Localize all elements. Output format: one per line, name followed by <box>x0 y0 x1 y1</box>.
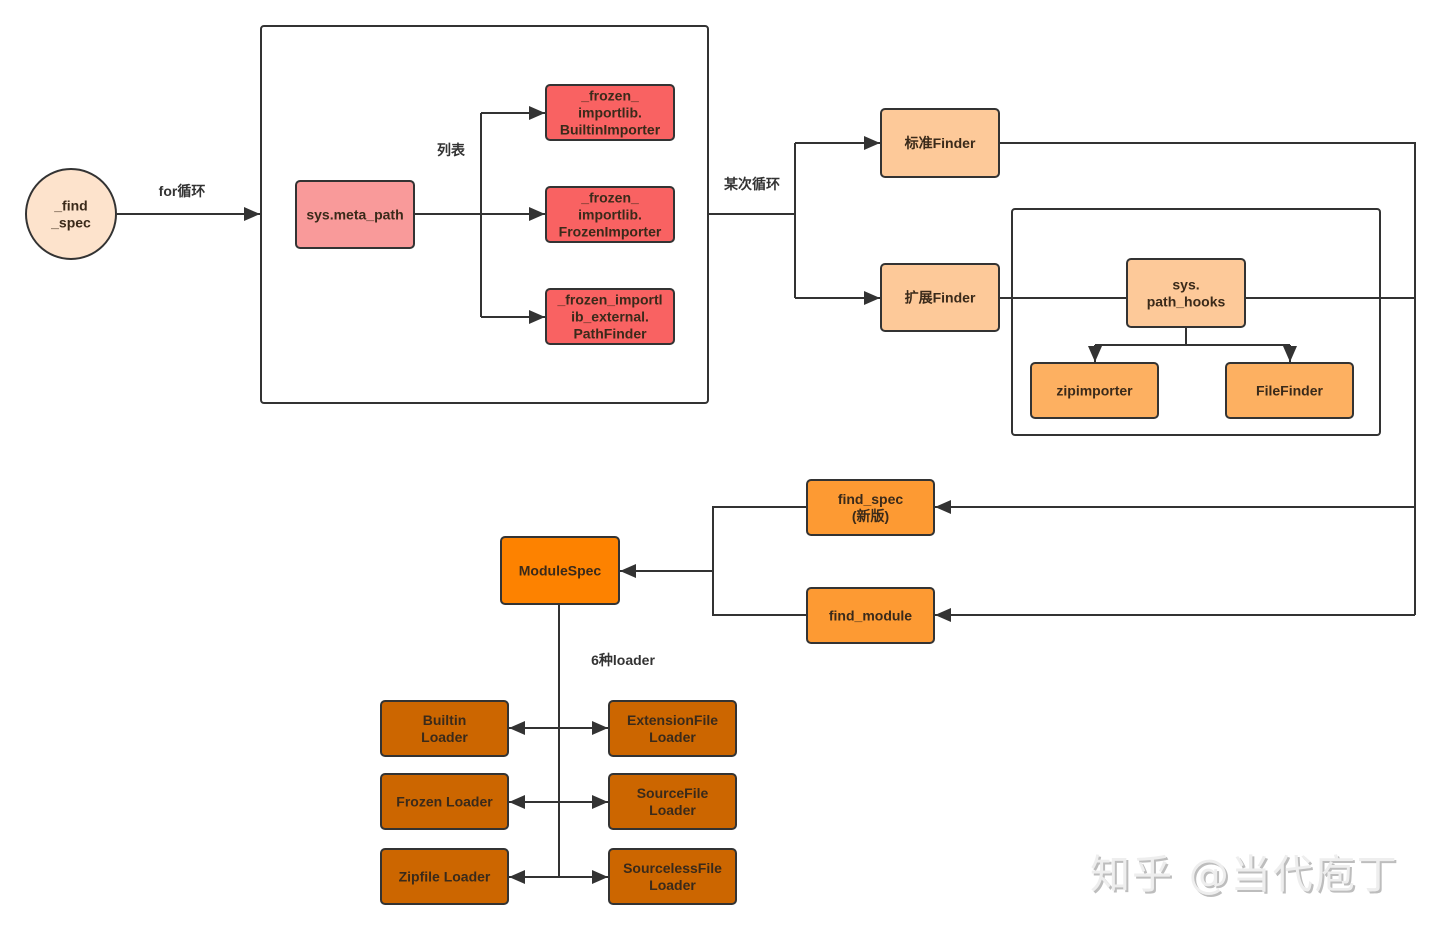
node-label-line: path_hooks <box>1147 294 1226 310</box>
node-frozen-loader: Frozen Loader <box>380 773 509 830</box>
edge-label-six-loaders: 6种loader <box>591 652 655 668</box>
node-label-line: Loader <box>649 802 696 818</box>
node-label-line: BuiltinImporter <box>560 122 661 138</box>
node-label-line: Zipfile Loader <box>399 869 491 885</box>
node-frozen-importer: _frozen_importlib.FrozenImporter <box>545 186 675 243</box>
node-label-line: Loader <box>649 729 696 745</box>
node-shape <box>880 263 1000 332</box>
node-label-line: _frozen_ <box>580 88 639 104</box>
node-label-line: SourceFile <box>637 785 709 801</box>
node-label-line: _spec <box>50 215 91 231</box>
node-shape <box>545 288 675 345</box>
node-label-line: find_spec <box>838 491 904 507</box>
node-standard-finder: 标准Finder <box>880 108 1000 178</box>
node-find-module: find_module <box>806 587 935 644</box>
edge-label-some-loop: 某次循环 <box>724 176 780 192</box>
node-shape <box>608 773 737 830</box>
node-shape <box>608 848 737 905</box>
node-find-spec: _find_spec <box>25 168 117 260</box>
node-label-line: Frozen Loader <box>396 794 493 810</box>
node-shape <box>500 536 620 605</box>
node-shape <box>880 108 1000 178</box>
node-shape <box>545 186 675 243</box>
node-filefinder: FileFinder <box>1225 362 1354 419</box>
node-label-line: Builtin <box>423 712 467 728</box>
node-label-line: zipimporter <box>1056 383 1133 399</box>
node-find-spec-new: find_spec(新版) <box>806 479 935 536</box>
node-label-line: FrozenImporter <box>559 224 662 240</box>
node-shape <box>1030 362 1159 419</box>
node-label-line: importlib. <box>578 207 642 223</box>
node-builtin-importer: _frozen_importlib.BuiltinImporter <box>545 84 675 141</box>
node-shape <box>295 180 415 249</box>
edge-label-for-loop: for循环 <box>159 183 206 199</box>
node-shape <box>1126 258 1246 328</box>
node-label-line: FileFinder <box>1256 383 1323 399</box>
node-meta-path: sys.meta_path <box>295 180 415 249</box>
node-zipimporter: zipimporter <box>1030 362 1159 419</box>
node-label-line: _frozen_importl <box>556 292 662 308</box>
node-path-finder: _frozen_importlib_external.PathFinder <box>545 288 675 345</box>
node-label-line: PathFinder <box>573 326 647 342</box>
node-shape <box>380 773 509 830</box>
node-shape <box>380 848 509 905</box>
node-label-line: importlib. <box>578 105 642 121</box>
node-extension-finder: 扩展Finder <box>880 263 1000 332</box>
watermark: 知乎 @当代庖丁 <box>1090 852 1399 898</box>
node-shape <box>25 168 117 260</box>
node-label-line: (新版) <box>852 508 889 524</box>
node-label-line: 扩展Finder <box>905 290 976 306</box>
edge-standard-to-right <box>999 142 1416 615</box>
node-label-line: sys. <box>1172 277 1199 293</box>
node-shape <box>1225 362 1354 419</box>
node-label-line: _find <box>53 198 87 214</box>
node-label-line: ExtensionFile <box>627 712 718 728</box>
node-shape <box>380 700 509 757</box>
node-label-line: find_module <box>829 608 912 624</box>
node-label-line: ModuleSpec <box>519 563 602 579</box>
node-label-line: ib_external. <box>571 309 649 325</box>
node-label-line: 标准Finder <box>904 135 976 151</box>
node-module-spec: ModuleSpec <box>500 536 620 605</box>
node-shape <box>806 479 935 536</box>
edge-label-list: 列表 <box>437 142 466 158</box>
node-label-line: sys.meta_path <box>306 207 403 223</box>
node-shape <box>608 700 737 757</box>
node-label-line: Loader <box>421 729 468 745</box>
node-path-hooks: sys.path_hooks <box>1126 258 1246 328</box>
path-hooks-group-frame <box>1011 208 1381 436</box>
node-shape <box>806 587 935 644</box>
node-shape <box>545 84 675 141</box>
node-label-line: SourcelessFile <box>623 860 722 876</box>
node-label-line: Loader <box>649 877 696 893</box>
edge-findspec-left <box>712 506 807 616</box>
node-label-line: _frozen_ <box>580 190 639 206</box>
node-zipfile-loader: Zipfile Loader <box>380 848 509 905</box>
